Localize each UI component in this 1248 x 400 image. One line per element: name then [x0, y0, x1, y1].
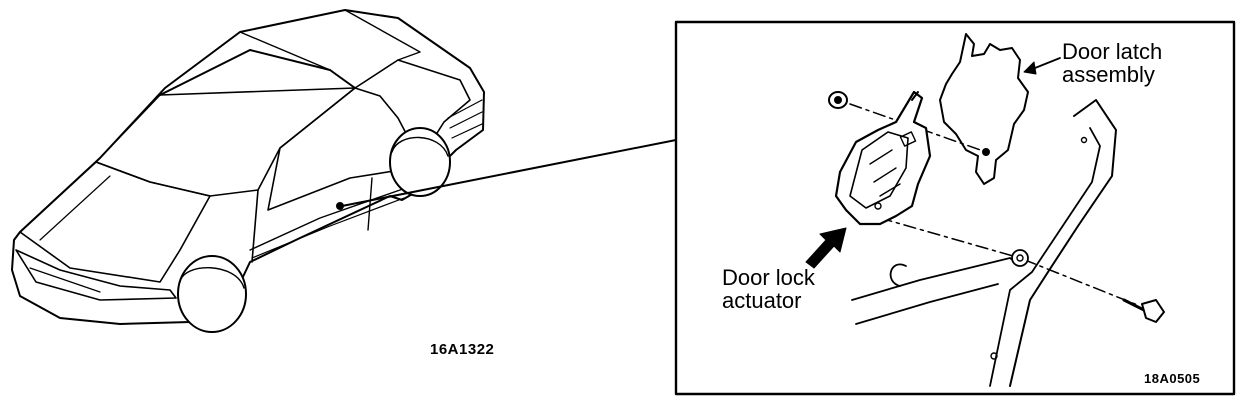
door-latch-label: Door latch assembly [1062, 40, 1162, 86]
door-panel [851, 99, 1117, 387]
figure-code-right: 18A0505 [1144, 371, 1201, 386]
door-latch-assembly [939, 33, 1029, 185]
actuator-pointer-arrow [805, 227, 847, 269]
door-latch-label-line1: Door latch [1062, 39, 1163, 64]
car-illustration [11, 9, 485, 333]
door-lock-actuator [834, 90, 932, 226]
figure-code-left: 16A1322 [430, 341, 495, 358]
door-lock-label-line2: actuator [722, 288, 802, 314]
door-lock-label-line1: Door lock [722, 265, 815, 290]
callout-line [341, 139, 677, 207]
detail-frame [674, 20, 1236, 396]
bolt-fastener [1122, 298, 1165, 323]
nut-fastener [828, 91, 848, 109]
door-latch-label-line2: assembly [1062, 62, 1155, 88]
door-lock-label: Door lock actuator [722, 266, 815, 312]
